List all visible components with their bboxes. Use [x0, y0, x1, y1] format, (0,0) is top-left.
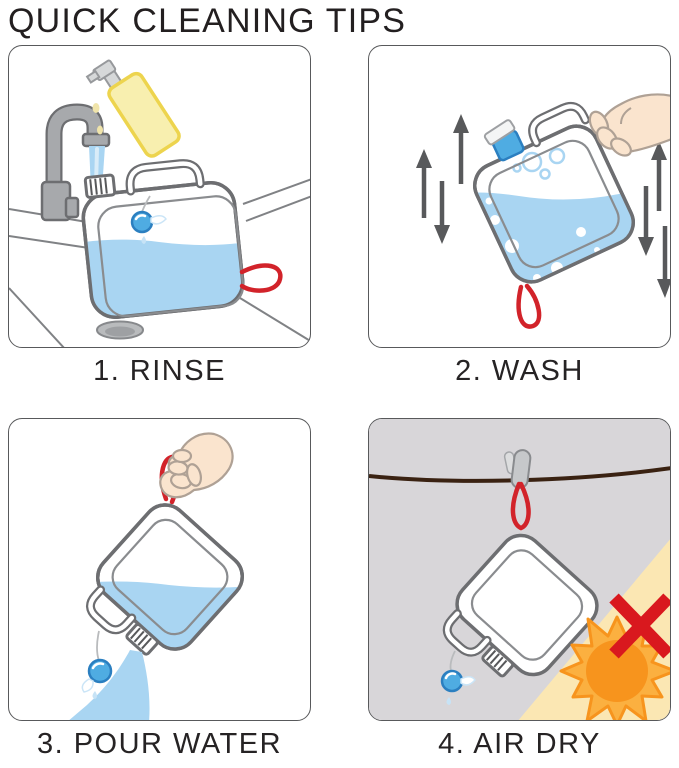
caption-pour-water: 3. POUR WATER — [36, 728, 283, 760]
spout-icon — [83, 173, 117, 199]
hand-icon — [159, 432, 234, 499]
faucet-icon — [40, 103, 111, 222]
wash-illustration — [416, 93, 670, 329]
cap-string — [141, 195, 151, 213]
panel-rinse — [8, 45, 311, 348]
spout-icon — [125, 623, 159, 656]
water-container-icon — [442, 533, 599, 678]
strap-icon — [239, 263, 283, 293]
cap-icon — [81, 658, 113, 699]
rinse-illustration — [9, 59, 310, 347]
strap-icon — [510, 481, 531, 531]
soap-drop-icon — [92, 103, 100, 113]
cap-string — [96, 630, 100, 662]
cap-icon — [440, 669, 476, 705]
water-stream-icon — [69, 650, 150, 720]
soap-bottle-icon — [85, 59, 181, 158]
bubbles-icon — [467, 192, 641, 289]
strap-icon — [516, 283, 542, 329]
caption-air-dry: 4. AIR DRY — [438, 728, 601, 760]
caption-wash: 2. WASH — [455, 355, 584, 387]
clothespin-icon — [503, 449, 532, 489]
air-dry-illustration — [369, 419, 670, 720]
panel-pour-water — [8, 418, 311, 721]
soap-drop-icon — [97, 125, 103, 135]
spout-icon — [481, 645, 515, 678]
pour-water-illustration — [69, 432, 252, 720]
cap-icon — [130, 210, 167, 244]
sun-icon — [559, 615, 670, 720]
water-container-icon — [80, 159, 283, 320]
no-sunlight-x-icon — [609, 593, 670, 659]
caption-rinse: 1. RINSE — [93, 355, 226, 387]
sink-icon — [9, 178, 310, 347]
cap-icon — [483, 119, 525, 162]
hand-icon — [588, 93, 670, 157]
page-title: QUICK CLEANING TIPS — [8, 2, 407, 40]
shake-arrows-icon — [416, 114, 670, 298]
panel-wash — [368, 45, 671, 348]
panel-air-dry — [368, 418, 671, 721]
water-container-icon — [467, 101, 641, 329]
cap-string — [449, 650, 456, 672]
